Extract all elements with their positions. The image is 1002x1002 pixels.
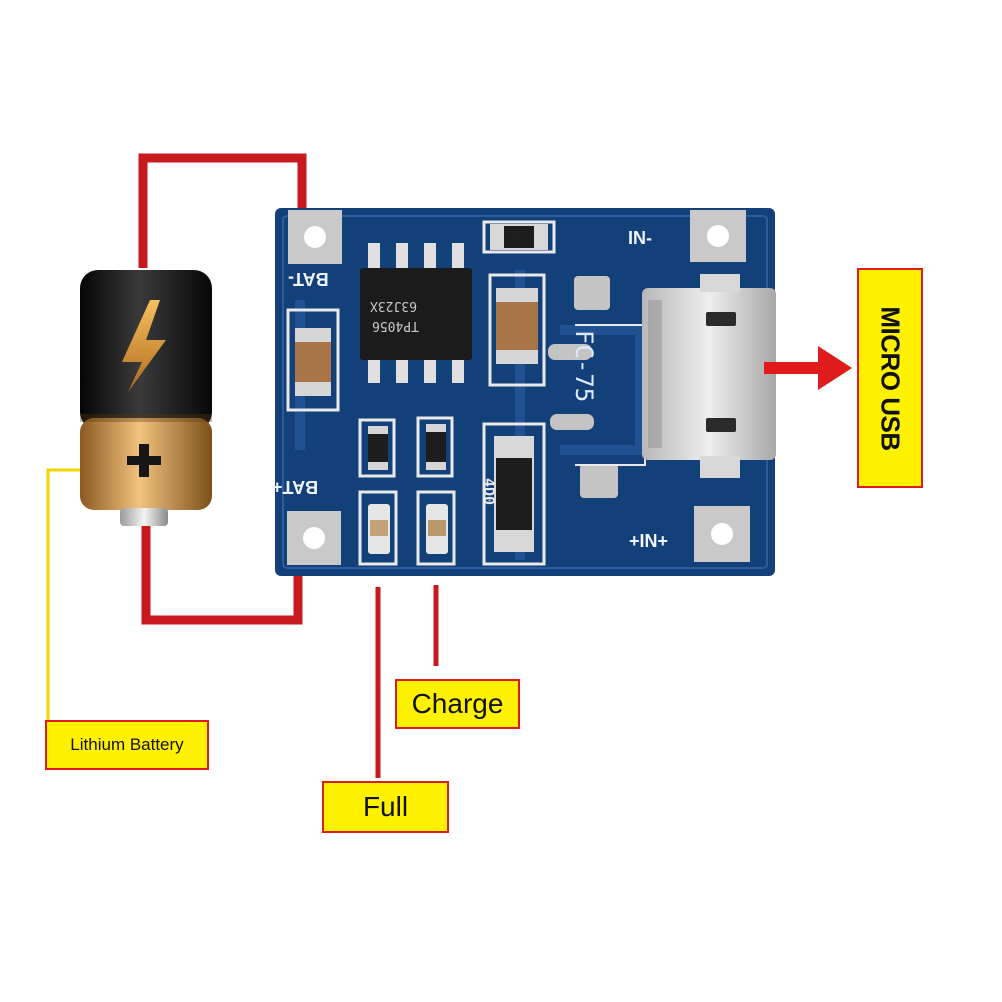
- pad-bat-negative: [288, 210, 342, 264]
- solder-pad-mid-1: [548, 344, 592, 360]
- bat-negative-marking: BAT-: [288, 269, 329, 289]
- label-lithium-battery: Lithium Battery: [45, 720, 209, 770]
- capacitor-left: [286, 308, 340, 412]
- leader-lithium-battery: [46, 468, 80, 722]
- pad-in-positive: [694, 506, 750, 562]
- battery-band: [80, 414, 212, 422]
- chip-marking-line2: TP4056: [372, 318, 419, 333]
- pad-in-negative: [690, 210, 746, 262]
- wire-battery-negative: [138, 153, 307, 268]
- resistor-4d0-marking: 4D0: [480, 478, 498, 506]
- solder-pad-mid-2: [550, 414, 594, 430]
- battery-terminal: [120, 508, 168, 526]
- resistor-122: [482, 220, 556, 254]
- in-negative-marking: IN-: [628, 228, 652, 248]
- arrow-to-micro-usb: [764, 346, 852, 390]
- solder-pad-bottom: [580, 464, 618, 498]
- lightning-bolt-icon: [122, 300, 166, 392]
- led-charge: [416, 490, 456, 566]
- label-full-text: Full: [362, 791, 409, 822]
- label-lithium-battery-text: Lithium Battery: [70, 735, 184, 754]
- wire-battery-positive: [141, 524, 303, 625]
- label-micro-usb: MICRO USB: [857, 268, 923, 488]
- chip-marking-line1: 63J23X: [370, 298, 417, 313]
- resistor-4d0: [482, 422, 546, 566]
- pad-bat-positive: [287, 511, 341, 565]
- label-charge: Charge: [395, 679, 520, 729]
- solder-pad-top: [574, 276, 610, 310]
- lithium-battery: [80, 270, 212, 526]
- label-charge-text: Charge: [411, 688, 504, 719]
- label-micro-usb-text: MICRO USB: [875, 305, 906, 451]
- resistor-small-right: [416, 416, 454, 478]
- in-positive-marking: +IN+: [629, 531, 669, 551]
- resistor-122-marking: 122: [510, 228, 529, 239]
- connector-marking: FC-75: [570, 330, 598, 403]
- tp4056-chip: [360, 243, 472, 383]
- plus-icon: [127, 444, 161, 477]
- resistor-small-left: [358, 418, 396, 478]
- label-full: Full: [322, 781, 449, 833]
- bat-positive-marking: BAT+: [272, 477, 319, 497]
- charger-pcb: [275, 208, 776, 576]
- capacitor-right: [488, 273, 546, 387]
- led-full: [358, 490, 398, 566]
- micro-usb-connector: [642, 274, 776, 478]
